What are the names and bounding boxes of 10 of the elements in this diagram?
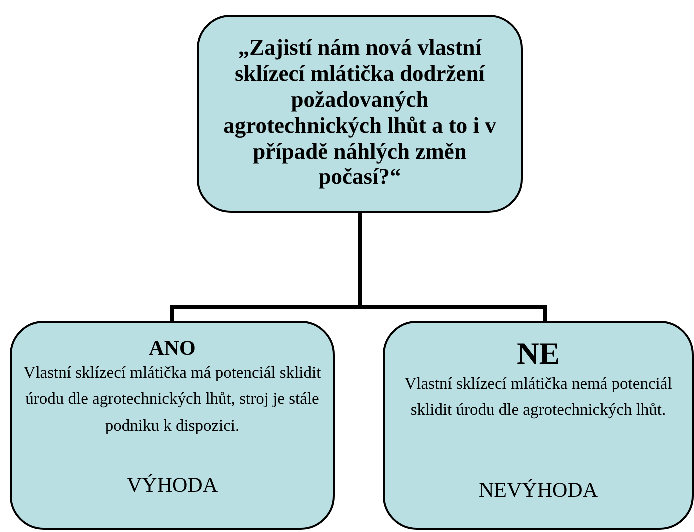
heading: NE — [516, 337, 562, 372]
description-text: Vlastní sklízecí mlátička nemá potenciál sklidit úrodu dle agrotechnických lhůt. — [404, 373, 674, 422]
answer-box — [383, 321, 694, 530]
heading: ANO — [148, 337, 197, 360]
outcome-label: VÝHODA — [126, 473, 219, 498]
answer-box — [10, 321, 335, 530]
outcome-label: NEVÝHODA — [478, 478, 599, 504]
question-box — [197, 15, 523, 213]
question-text: „Zajistí nám nová vlastní sklízecí mlátička dodržení požadovaných agrotechnických lhůt a to i v případě náhlých změn počasí?“ — [222, 35, 498, 190]
description-text: Vlastní sklízecí mlátička má potenciál sklidit úrodu dle agrotechnických lhůt, stroj je stále podniku k dispozici. — [22, 362, 322, 437]
